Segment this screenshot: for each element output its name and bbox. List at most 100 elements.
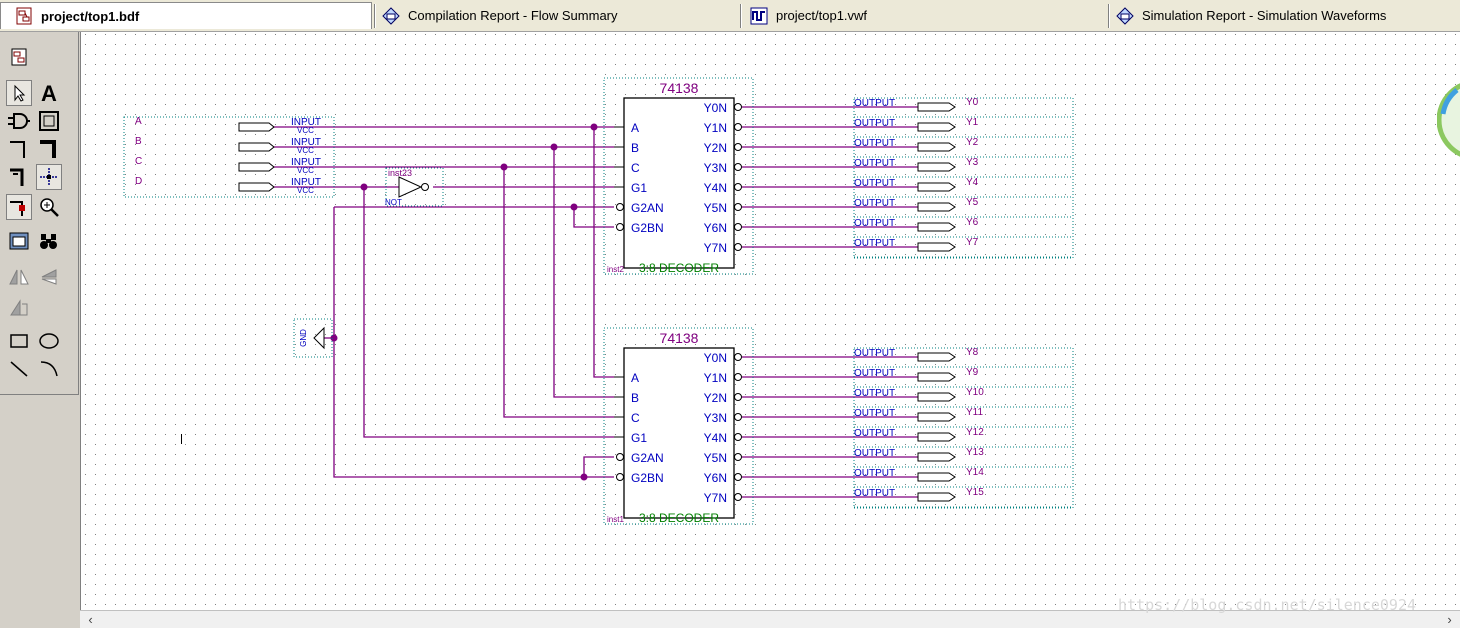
output-pin-symbol: [917, 162, 956, 172]
junction-dot: [330, 334, 338, 342]
rectangle-tool-button[interactable]: [6, 328, 32, 354]
pin-bubble: [734, 103, 742, 111]
line-tool-icon: [10, 361, 28, 377]
decoder-input-pin: C: [631, 411, 640, 425]
output-pin-type: OUTPUT: [854, 238, 895, 249]
block-tool-button[interactable]: [36, 108, 62, 134]
flip-horizontal-button[interactable]: [6, 264, 32, 290]
decoder-output-pin: Y5N: [704, 451, 727, 465]
partial-line-selection-icon: [10, 201, 25, 216]
not-gate-symbol: [398, 176, 423, 198]
tab-simulation-report[interactable]: Simulation Report - Simulation Waveforms: [1110, 2, 1458, 29]
output-pin-name: Y8: [966, 347, 979, 358]
full-screen-icon: [9, 232, 29, 250]
tab-top1-vwf[interactable]: project/top1.vwf: [742, 2, 1106, 29]
input-pin-symbol: [238, 162, 275, 172]
pin-bubble: [734, 203, 742, 211]
floating-widget-icon[interactable]: [1437, 78, 1460, 162]
decoder-input-pin: G2AN: [631, 451, 664, 465]
ellipse-tool-icon: [39, 333, 59, 349]
output-pin-name: Y10: [966, 387, 984, 398]
output-pin-symbol: [917, 432, 956, 442]
decoder-output-pin: Y7N: [704, 241, 727, 255]
block-editor-toolbar: A: [0, 32, 79, 395]
arc-tool-button[interactable]: [36, 356, 62, 382]
junction-dot: [500, 163, 508, 171]
pin-bubble: [734, 373, 742, 381]
output-pin-name: Y11: [966, 407, 983, 418]
symbol-tool-icon: [8, 113, 30, 129]
decoder-output-pin: Y7N: [704, 491, 727, 505]
conduit-tool-button[interactable]: [6, 164, 32, 190]
wire-a-to-inst1: [593, 127, 614, 378]
flip-vertical-icon: [41, 269, 57, 285]
pin-bubble: [734, 223, 742, 231]
pin-bubble: [616, 453, 624, 461]
output-pins-group-border: [853, 347, 1074, 509]
decoder-output-pin: Y3N: [704, 161, 727, 175]
horizontal-scrollbar[interactable]: ‹ ›: [80, 610, 1460, 628]
pin-bubble: [734, 433, 742, 441]
decoder-input-pin: B: [631, 141, 639, 155]
input-pin-type: INPUT: [291, 177, 321, 188]
flip-vertical-button[interactable]: [36, 264, 62, 290]
find-button[interactable]: [36, 228, 62, 254]
tab-compilation-report[interactable]: Compilation Report - Flow Summary: [376, 2, 738, 29]
tab-top1-bdf[interactable]: project/top1.bdf: [0, 2, 372, 29]
output-pin-type: OUTPUT: [854, 118, 895, 129]
symbol-tool-button[interactable]: [6, 108, 32, 134]
input-pin-default: VCC: [297, 186, 314, 195]
ellipse-tool-button[interactable]: [36, 328, 62, 354]
block-symbol-button[interactable]: [6, 44, 32, 70]
zoom-tool-button[interactable]: [36, 194, 62, 220]
input-pin-name: A: [135, 116, 142, 127]
output-pin-name: Y0: [966, 97, 979, 108]
not-gate-bubble: [421, 183, 429, 191]
decoder-body: [623, 97, 735, 269]
decoder-description: 3:8 DECODER: [639, 261, 719, 275]
partial-line-selection-button[interactable]: [6, 194, 32, 220]
output-pin-name: Y5: [966, 197, 979, 208]
rotate-button[interactable]: [6, 294, 32, 320]
rubberbanding-button[interactable]: [36, 164, 62, 190]
gnd-label: GND: [299, 329, 308, 347]
output-pin-symbol: [917, 452, 956, 462]
scroll-left-icon[interactable]: ‹: [88, 612, 93, 627]
text-tool-icon: A: [41, 82, 57, 104]
scroll-right-icon[interactable]: ›: [1447, 612, 1452, 627]
pin-bubble: [734, 183, 742, 191]
output-pin-symbol: [917, 412, 956, 422]
line-tool-button[interactable]: [6, 356, 32, 382]
output-pin-name: Y2: [966, 137, 979, 148]
decoder-output-pin: Y2N: [704, 141, 727, 155]
decoder-input-pin: A: [631, 371, 639, 385]
tab-separator: [374, 4, 376, 28]
decoder-input-pin: G2BN: [631, 471, 664, 485]
wire-b-to-inst1: [553, 147, 614, 398]
not-gate-border: [385, 167, 444, 207]
output-pin-symbol: [917, 142, 956, 152]
input-pins-group-border: [123, 116, 335, 198]
junction-dot: [360, 183, 368, 191]
pin-bubble: [616, 223, 624, 231]
orthogonal-node-tool-button[interactable]: [6, 136, 32, 162]
orthogonal-bus-tool-button[interactable]: [36, 136, 62, 162]
rubberbanding-icon: [40, 168, 58, 186]
output-pin-type: OUTPUT: [854, 348, 895, 359]
selection-tool-button[interactable]: [6, 80, 32, 106]
output-pin-type: OUTPUT: [854, 198, 895, 209]
output-pin-type: OUTPUT: [854, 468, 895, 479]
tab-separator: [1108, 4, 1110, 28]
decoder-input-pin: A: [631, 121, 639, 135]
wire-layer: [274, 106, 918, 498]
decoder-input-pin: G2BN: [631, 221, 664, 235]
arc-tool-icon: [40, 361, 58, 377]
decoder-outline: [603, 327, 754, 525]
text-tool-button[interactable]: A: [36, 80, 62, 106]
block-symbol-icon: [11, 48, 27, 66]
decoder-part-name: 74138: [660, 80, 699, 96]
full-screen-button[interactable]: [6, 228, 32, 254]
bdf-file-icon: [16, 7, 32, 25]
